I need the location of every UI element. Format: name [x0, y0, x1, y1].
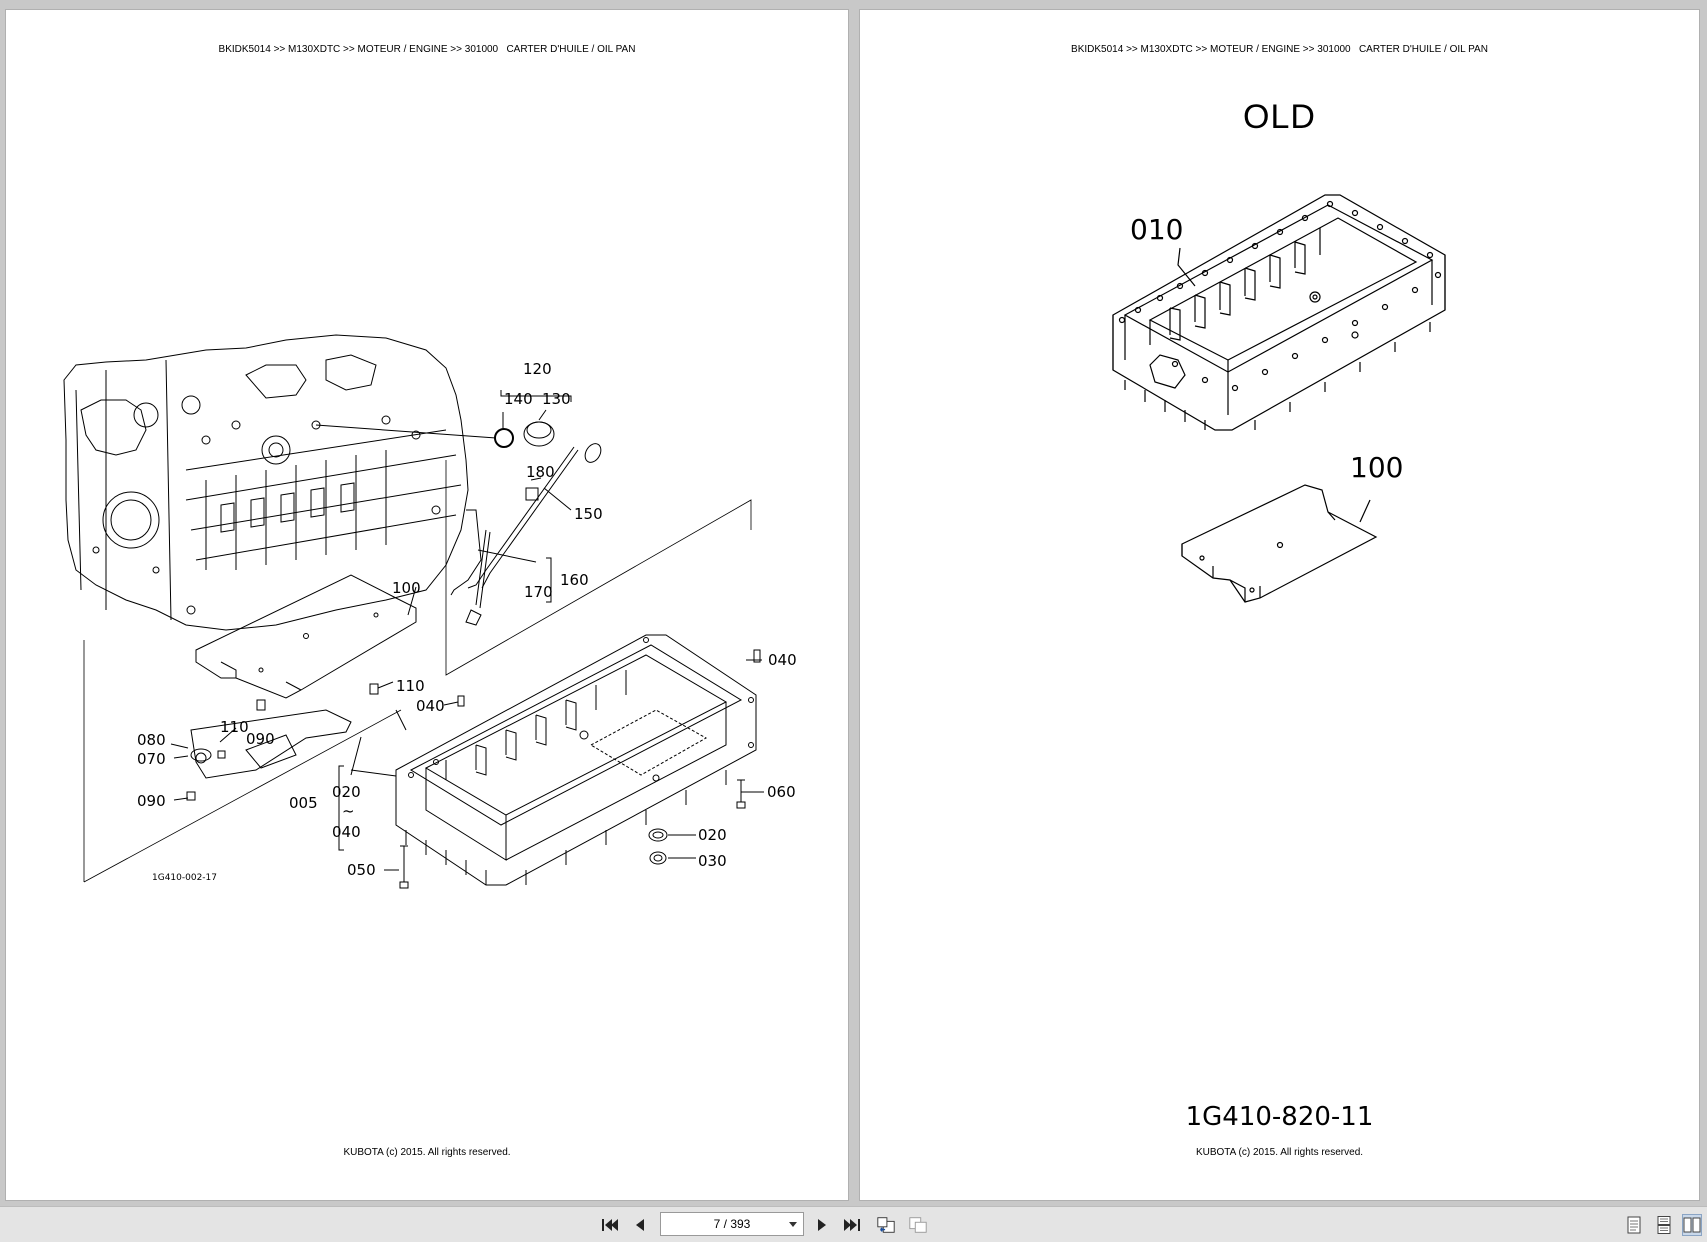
oil-pan-illustration — [395, 634, 757, 886]
left-page: BKIDK5014 >> M130XDTC >> MOTEUR / ENGINE… — [6, 10, 848, 1200]
page-header: BKIDK5014 >> M130XDTC >> MOTEUR / ENGINE… — [1071, 44, 1488, 55]
callout-020: 020 — [332, 783, 361, 801]
callout-range-tilde: ~ — [342, 802, 355, 820]
callout-040: 040 — [332, 823, 361, 841]
old-title: OLD — [1243, 98, 1316, 136]
oil-filler-cap-illustration — [315, 421, 555, 448]
part-number: 1G410-820-11 — [1185, 1102, 1374, 1132]
callout-150: 150 — [574, 505, 603, 523]
callout-100: 100 — [392, 579, 421, 597]
baffle-plate-illustration — [195, 574, 417, 699]
callout-170: 170 — [524, 583, 553, 601]
callout-leader-010 — [1177, 247, 1196, 287]
page-footer: KUBOTA (c) 2015. All rights reserved. — [1195, 1147, 1364, 1158]
dipstick-illustration — [450, 443, 602, 626]
callout-160: 160 — [560, 571, 589, 589]
chevron-down-icon[interactable] — [789, 1222, 797, 1227]
callout-110: 110 — [396, 677, 425, 695]
callout-030: 030 — [698, 852, 727, 870]
last-page-icon[interactable] — [842, 1215, 862, 1235]
callout-130: 130 — [542, 390, 571, 408]
callout-090: 090 — [246, 730, 275, 748]
callout-060: 060 — [767, 783, 796, 801]
callout-140: 140 — [504, 390, 533, 408]
callout-110: 110 — [220, 718, 249, 736]
old-oil-pan-illustration — [1112, 194, 1446, 431]
callout-070: 070 — [137, 750, 166, 768]
old-parts-diagram: 010 100 — [1112, 194, 1446, 603]
previous-view-icon[interactable] — [876, 1215, 896, 1235]
callout-120: 120 — [523, 360, 552, 378]
figure-id: 1G410-002-17 — [152, 873, 217, 883]
callout-080: 080 — [137, 731, 166, 749]
first-page-icon[interactable] — [600, 1215, 620, 1235]
callout-010: 010 — [1130, 213, 1183, 246]
page-footer: KUBOTA (c) 2015. All rights reserved. — [343, 1147, 511, 1158]
next-page-icon[interactable] — [812, 1215, 832, 1235]
right-page: BKIDK5014 >> M130XDTC >> MOTEUR / ENGINE… — [860, 10, 1699, 1200]
callout-090: 090 — [137, 792, 166, 810]
oil-strainer-illustration — [190, 709, 352, 779]
old-baffle-plate-illustration — [1181, 484, 1378, 603]
page-number-field[interactable]: 7 / 393 — [660, 1212, 804, 1236]
callout-020: 020 — [698, 826, 727, 844]
callout-005: 005 — [289, 794, 318, 812]
previous-page-icon[interactable] — [630, 1215, 650, 1235]
callout-180: 180 — [526, 463, 555, 481]
callout-050: 050 — [347, 861, 376, 879]
navigation-toolbar: 7 / 393 — [0, 1206, 1707, 1242]
callout-040: 040 — [768, 651, 797, 669]
page-indicator: 7 / 393 — [713, 1217, 751, 1231]
callout-040: 040 — [416, 697, 445, 715]
two-page-view-icon[interactable] — [1682, 1214, 1702, 1236]
continuous-view-icon[interactable] — [1654, 1214, 1674, 1236]
exploded-parts-diagram: 120 140 130 180 150 160 170 100 110 040 … — [63, 334, 797, 889]
callout-leader-100 — [1359, 499, 1371, 523]
page-header: BKIDK5014 >> M130XDTC >> MOTEUR / ENGINE… — [218, 44, 636, 55]
callout-100: 100 — [1350, 451, 1403, 484]
engine-block-illustration — [63, 334, 469, 631]
next-view-icon[interactable] — [908, 1215, 928, 1235]
single-page-view-icon[interactable] — [1624, 1214, 1644, 1236]
